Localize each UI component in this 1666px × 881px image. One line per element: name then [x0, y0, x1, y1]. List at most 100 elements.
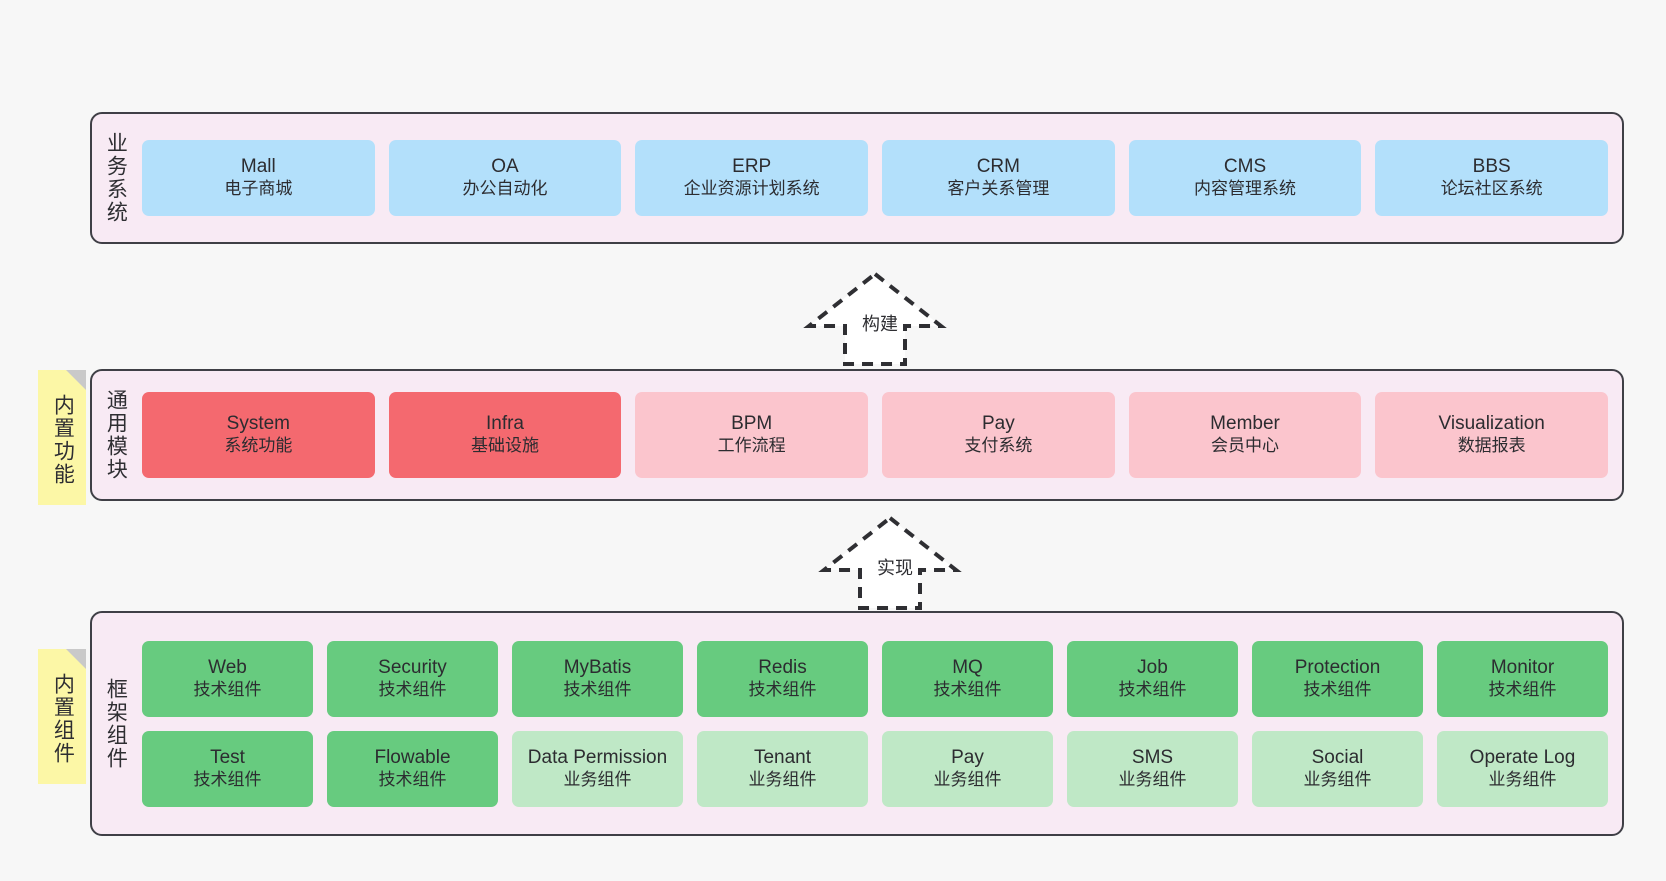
layer-title-framework-components: 框架组件	[104, 677, 128, 770]
layer-common-modules: 通用模块 System 系统功能 Infra 基础设施 BPM 工作流程 Pay…	[90, 369, 1624, 501]
card-title: Operate Log	[1469, 746, 1576, 768]
card-title: ERP	[732, 156, 772, 178]
card-subtitle: 系统功能	[224, 436, 293, 456]
card-title: Protection	[1294, 656, 1381, 678]
card-subtitle: 技术组件	[378, 679, 447, 699]
card-title: CRM	[976, 156, 1020, 178]
card-monitor[interactable]: Monitor 技术组件	[1437, 640, 1608, 717]
card-title: CMS	[1223, 156, 1267, 178]
card-bbs[interactable]: BBS 论坛社区系统	[1375, 140, 1609, 216]
card-social[interactable]: Social 业务组件	[1252, 730, 1423, 807]
card-subtitle: 业务组件	[1488, 769, 1557, 789]
card-subtitle: 技术组件	[1488, 679, 1557, 699]
card-title: SMS	[1131, 746, 1174, 768]
card-security[interactable]: Security 技术组件	[327, 640, 498, 717]
card-subtitle: 业务组件	[563, 769, 632, 789]
layer-title-business-systems: 业务系统	[104, 132, 128, 224]
card-pay-business[interactable]: Pay 业务组件	[882, 730, 1053, 807]
card-row: Mall 电子商城 OA 办公自动化 ERP 企业资源计划系统 CRM 客户关系…	[142, 140, 1609, 216]
card-subtitle: 基础设施	[471, 436, 539, 456]
card-subtitle: 技术组件	[378, 769, 447, 789]
card-subtitle: 客户关系管理	[947, 179, 1050, 199]
card-subtitle: 技术组件	[193, 679, 262, 699]
card-title: Pay	[981, 413, 1015, 435]
card-row: Test 技术组件 Flowable 技术组件 Data Permission …	[142, 730, 1608, 807]
card-member[interactable]: Member 会员中心	[1128, 392, 1362, 478]
layer-title-common-modules: 通用模块	[104, 389, 128, 481]
card-title: Social	[1311, 746, 1364, 768]
card-title: OA	[491, 156, 519, 178]
card-job[interactable]: Job 技术组件	[1067, 640, 1238, 717]
card-title: MyBatis	[563, 656, 632, 678]
card-subtitle: 技术组件	[193, 769, 262, 789]
card-subtitle: 电子商城	[224, 179, 293, 199]
card-mq[interactable]: MQ 技术组件	[882, 640, 1053, 717]
card-system[interactable]: System 系统功能	[142, 392, 375, 478]
card-subtitle: 业务组件	[1118, 769, 1187, 789]
layer-body-framework-components: Web 技术组件 Security 技术组件 MyBatis 技术组件 Redi…	[138, 613, 1622, 834]
card-title: System	[226, 413, 291, 435]
layer-framework-components: 框架组件 Web 技术组件 Security 技术组件 MyBatis 技术组件…	[90, 611, 1624, 836]
card-subtitle: 技术组件	[1303, 679, 1372, 699]
card-subtitle: 业务组件	[748, 769, 817, 789]
card-title: Flowable	[374, 746, 451, 768]
card-subtitle: 会员中心	[1211, 436, 1280, 456]
card-web[interactable]: Web 技术组件	[142, 640, 313, 717]
card-title: Tenant	[753, 746, 812, 768]
sticky-note-label: 内置功能	[51, 393, 75, 486]
card-visualization[interactable]: Visualization 数据报表	[1375, 392, 1609, 478]
card-subtitle: 数据报表	[1457, 436, 1526, 456]
card-title: Visualization	[1438, 413, 1545, 435]
card-redis[interactable]: Redis 技术组件	[697, 640, 868, 717]
card-subtitle: 内容管理系统	[1194, 179, 1297, 199]
card-row: Web 技术组件 Security 技术组件 MyBatis 技术组件 Redi…	[142, 640, 1608, 717]
card-subtitle: 支付系统	[964, 436, 1033, 456]
card-pay[interactable]: Pay 支付系统	[882, 392, 1115, 478]
card-tenant[interactable]: Tenant 业务组件	[697, 730, 868, 807]
sticky-note-builtin-components: 内置组件	[38, 649, 86, 784]
card-title: Infra	[485, 413, 525, 435]
card-subtitle: 办公自动化	[462, 179, 548, 199]
card-mall[interactable]: Mall 电子商城	[142, 140, 375, 216]
arrow-build-label: 构建	[862, 314, 898, 334]
card-subtitle: 技术组件	[933, 679, 1002, 699]
card-title: BBS	[1472, 156, 1511, 178]
card-crm[interactable]: CRM 客户关系管理	[882, 140, 1115, 216]
card-title: Job	[1137, 656, 1168, 678]
card-title: BPM	[731, 413, 773, 435]
card-title: Monitor	[1490, 656, 1555, 678]
sticky-note-builtin-functions: 内置功能	[38, 370, 86, 505]
card-cms[interactable]: CMS 内容管理系统	[1128, 140, 1362, 216]
card-sms[interactable]: SMS 业务组件	[1067, 730, 1238, 807]
sticky-note-label: 内置组件	[51, 672, 75, 765]
card-infra[interactable]: Infra 基础设施	[388, 392, 622, 478]
card-title: Member	[1210, 413, 1280, 435]
card-operate-log[interactable]: Operate Log 业务组件	[1437, 730, 1608, 807]
card-test[interactable]: Test 技术组件	[142, 730, 313, 807]
card-row: System 系统功能 Infra 基础设施 BPM 工作流程 Pay 支付系统…	[142, 392, 1609, 478]
card-title: Redis	[758, 656, 807, 678]
card-subtitle: 工作流程	[717, 436, 786, 456]
card-title: Data Permission	[527, 746, 668, 768]
card-subtitle: 技术组件	[1118, 679, 1187, 699]
card-bpm[interactable]: BPM 工作流程	[635, 392, 869, 478]
card-subtitle: 技术组件	[748, 679, 817, 699]
card-erp[interactable]: ERP 企业资源计划系统	[635, 140, 869, 216]
card-subtitle: 企业资源计划系统	[683, 179, 820, 199]
card-mybatis[interactable]: MyBatis 技术组件	[512, 640, 683, 717]
card-title: MQ	[952, 656, 983, 678]
layer-body-common-modules: System 系统功能 Infra 基础设施 BPM 工作流程 Pay 支付系统…	[138, 371, 1622, 499]
layer-body-business-systems: Mall 电子商城 OA 办公自动化 ERP 企业资源计划系统 CRM 客户关系…	[138, 114, 1622, 242]
card-subtitle: 论坛社区系统	[1440, 179, 1543, 199]
card-data-permission[interactable]: Data Permission 业务组件	[512, 730, 683, 807]
card-title: Mall	[240, 156, 276, 178]
card-flowable[interactable]: Flowable 技术组件	[327, 730, 498, 807]
card-protection[interactable]: Protection 技术组件	[1252, 640, 1423, 717]
card-title: Test	[210, 746, 245, 768]
layer-business-systems: 业务系统 Mall 电子商城 OA 办公自动化 ERP 企业资源计划系统 CRM…	[90, 112, 1624, 244]
card-subtitle: 技术组件	[563, 679, 632, 699]
card-subtitle: 业务组件	[933, 769, 1002, 789]
arrow-implement-label: 实现	[877, 558, 913, 578]
card-oa[interactable]: OA 办公自动化	[388, 140, 622, 216]
